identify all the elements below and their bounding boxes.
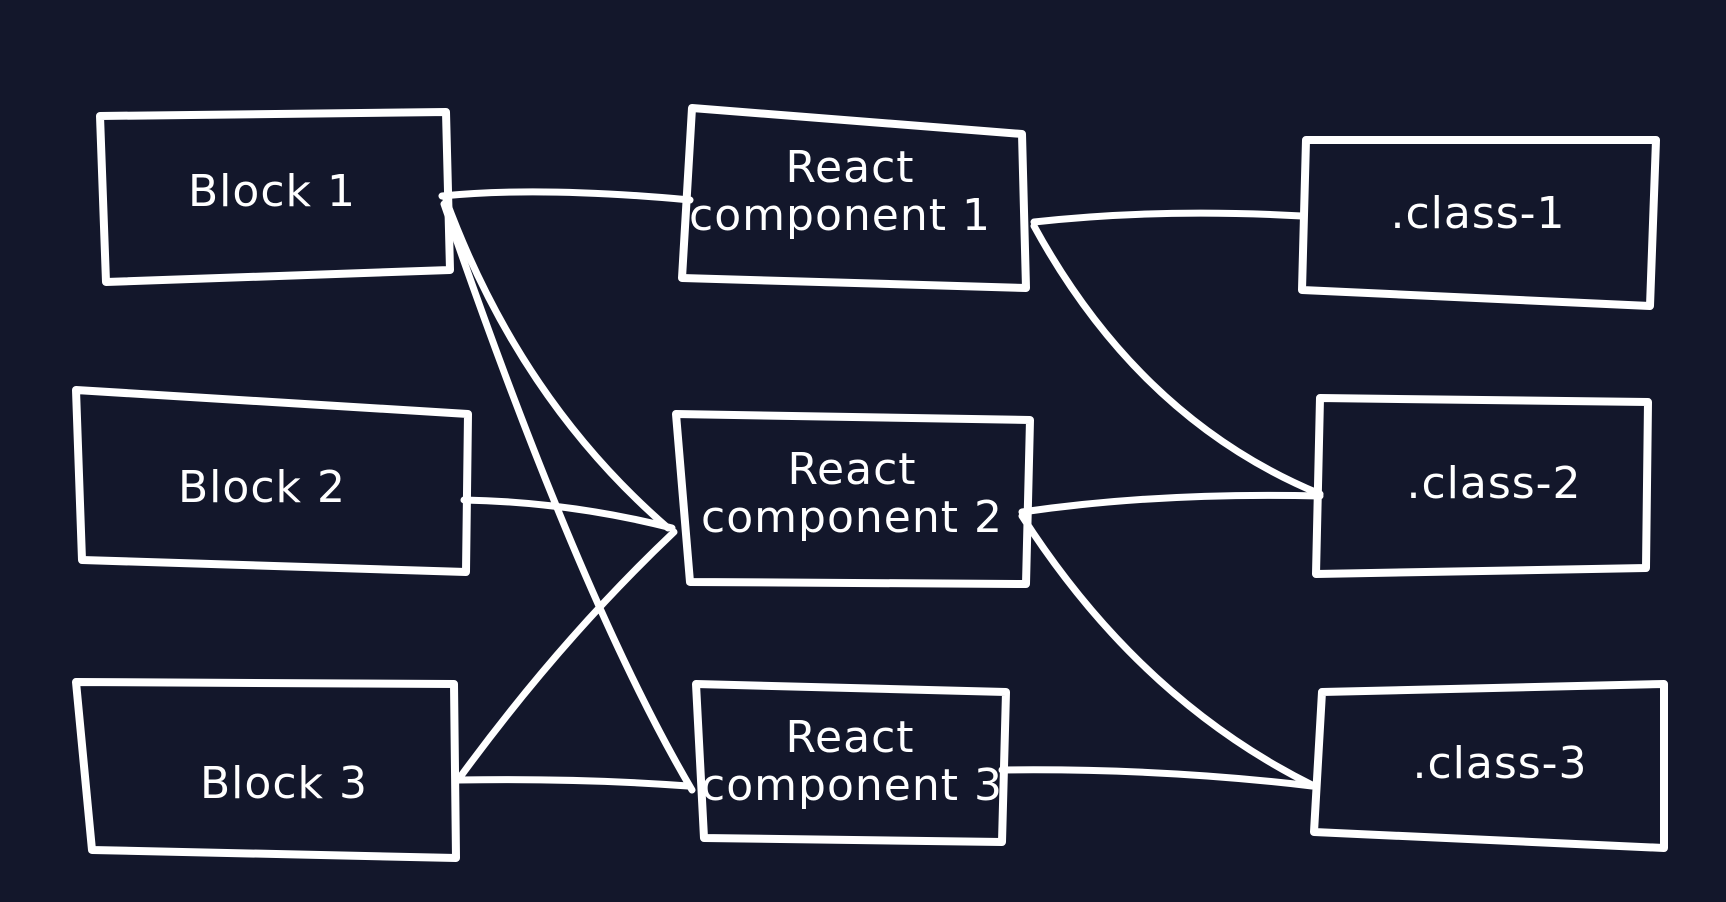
edge-react-component-2-class-3 <box>1018 512 1318 790</box>
node-box-react-component-1 <box>678 104 1030 292</box>
node-label-block-3: Block 3 <box>200 758 368 809</box>
node-class-3: .class-3 <box>1310 680 1668 852</box>
edges <box>438 188 1324 794</box>
edge-react-component-1-class-2 <box>1030 222 1324 498</box>
node-box-block-1 <box>96 108 454 286</box>
edge-react-component-1-class-1 <box>1030 209 1306 226</box>
node-label-class-3: .class-3 <box>1412 738 1587 789</box>
node-react-component-2: React component 2 <box>672 410 1034 588</box>
edge-react-component-2-class-2 <box>1018 491 1324 516</box>
node-label-block-1: Block 1 <box>188 166 356 217</box>
nodes: Block 1 Block 2 Block 3 React component … <box>72 104 1668 862</box>
node-box-block-2 <box>72 386 472 576</box>
node-block-2: Block 2 <box>72 386 472 576</box>
node-block-3: Block 3 <box>72 678 460 862</box>
node-label-react-component-1-line-1: React <box>785 142 914 193</box>
edge-block-2-react-component-2 <box>460 496 676 532</box>
node-label-react-component-2-line-2: component 2 <box>701 492 1003 543</box>
edge-react-component-3-class-3 <box>998 766 1316 790</box>
node-box-class-1 <box>1298 136 1660 310</box>
node-label-react-component-1-line-2: component 1 <box>689 190 991 241</box>
edge-block-1-react-component-2 <box>442 196 672 532</box>
node-label-react-component-3-line-2: component 3 <box>701 760 1003 811</box>
edge-block-3-react-component-2 <box>454 528 678 784</box>
node-class-1: .class-1 <box>1298 136 1660 310</box>
node-react-component-1: React component 1 <box>678 104 1030 292</box>
edge-block-1-react-component-1 <box>438 188 694 204</box>
node-label-class-2: .class-2 <box>1406 458 1581 509</box>
node-box-react-component-2 <box>672 410 1034 588</box>
node-label-class-1: .class-1 <box>1390 188 1565 239</box>
node-class-2: .class-2 <box>1312 394 1652 578</box>
node-box-block-3 <box>72 678 460 862</box>
node-block-1: Block 1 <box>96 108 454 286</box>
edge-block-1-react-component-3 <box>440 200 696 794</box>
node-box-class-2 <box>1312 394 1652 578</box>
node-label-block-2: Block 2 <box>178 462 346 513</box>
node-box-react-component-3 <box>692 680 1010 846</box>
node-label-react-component-3-line-1: React <box>785 712 914 763</box>
node-box-class-3 <box>1310 680 1668 852</box>
edge-block-3-react-component-3 <box>454 776 692 790</box>
node-react-component-3: React component 3 <box>692 680 1010 846</box>
node-label-react-component-2-line-1: React <box>787 444 916 495</box>
